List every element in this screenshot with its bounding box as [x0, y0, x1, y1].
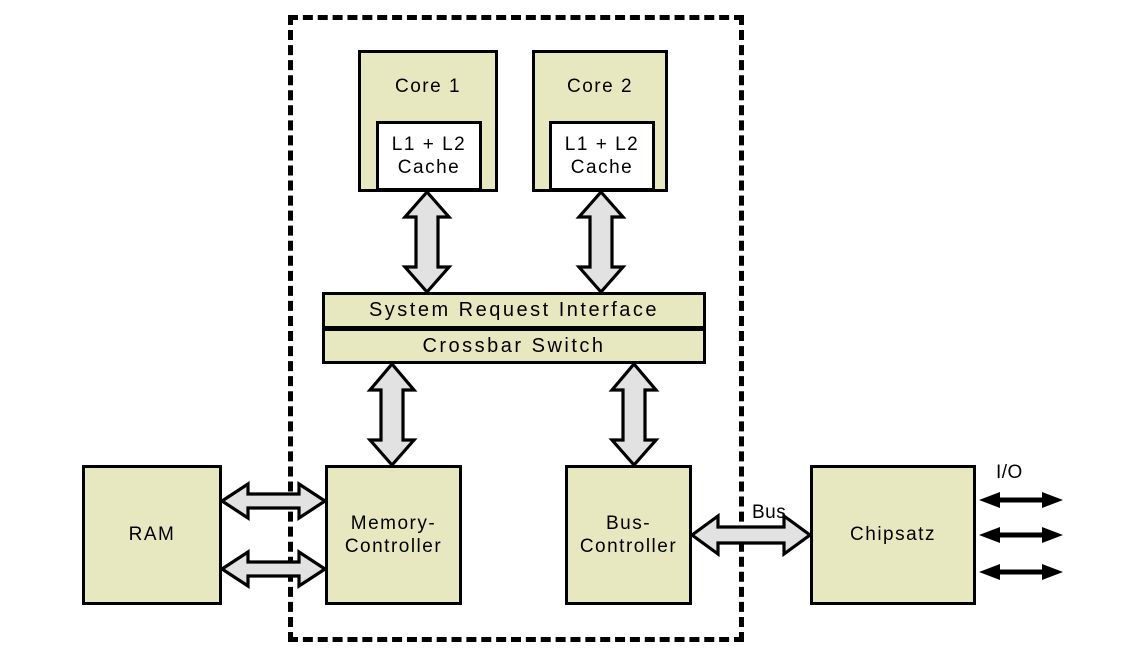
core-1-cache-box[interactable]: L1 + L2 Cache: [376, 121, 482, 191]
bus-controller-box[interactable]: Bus- Controller: [565, 465, 692, 605]
system-request-interface-label: System Request Interface: [368, 299, 660, 321]
core-1-label: Core 1: [394, 76, 462, 97]
memory-controller-label: Memory- Controller: [344, 512, 443, 557]
arrow-core1-to-sri: [401, 189, 453, 295]
system-request-interface-bar[interactable]: System Request Interface: [322, 292, 706, 329]
core-2-label: Core 2: [566, 76, 634, 97]
chipset-box[interactable]: Chipsatz: [810, 465, 976, 605]
bus-controller-label: Bus- Controller: [579, 512, 678, 557]
io-arrow-1: [979, 492, 1063, 508]
arrow-ram-to-memory-controller-upper: [219, 481, 328, 521]
core-2-cache-box[interactable]: L1 + L2 Cache: [549, 121, 655, 191]
core-1-cache-label: L1 + L2 Cache: [391, 133, 467, 178]
io-arrow-2: [979, 527, 1063, 543]
arrow-ram-to-memory-controller-lower: [219, 549, 328, 589]
crossbar-switch-label: Crossbar Switch: [422, 334, 606, 357]
io-label: I/O: [996, 462, 1023, 483]
memory-controller-box[interactable]: Memory- Controller: [325, 465, 462, 605]
io-arrow-3: [979, 564, 1063, 580]
core-2-cache-label: L1 + L2 Cache: [564, 133, 640, 178]
ram-label: RAM: [128, 524, 176, 546]
bus-label: Bus: [752, 502, 787, 523]
arrow-bus-controller-to-chipset: [689, 512, 813, 558]
ram-box[interactable]: RAM: [82, 465, 222, 605]
arrow-core2-to-sri: [575, 189, 627, 295]
crossbar-switch-bar[interactable]: Crossbar Switch: [322, 328, 706, 364]
chipset-label: Chipsatz: [850, 524, 936, 546]
arrow-crossbar-to-bus-controller: [608, 361, 660, 468]
arrow-crossbar-to-memory-controller: [366, 361, 418, 468]
